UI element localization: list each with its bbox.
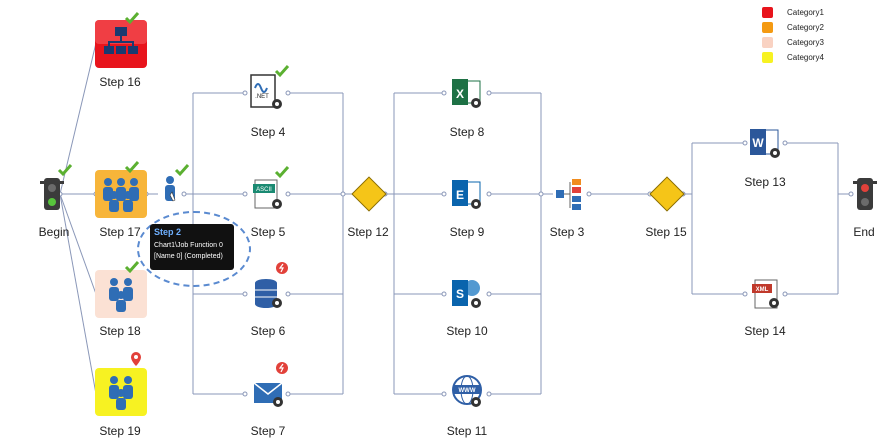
- begin-traffic-light-icon[interactable]: [40, 178, 64, 210]
- step19-node[interactable]: [95, 368, 147, 416]
- check-icon: [124, 161, 140, 174]
- tooltip-highlight-ring: [137, 211, 251, 287]
- begin-label: Begin: [38, 225, 70, 239]
- step18-node[interactable]: [95, 270, 147, 318]
- svg-text:W: W: [752, 136, 764, 150]
- gear-icons: [272, 98, 780, 407]
- end-traffic-light-icon[interactable]: [853, 178, 877, 210]
- step11-label: Step 11: [446, 424, 488, 438]
- step12-label: Step 12: [347, 225, 389, 239]
- step2-person-icon[interactable]: [165, 176, 176, 202]
- network-icon: [104, 27, 138, 54]
- legend-label: Category3: [787, 38, 824, 47]
- alert-icon: [276, 262, 288, 274]
- tooltip-line: [Name 0] (Completed): [154, 253, 223, 260]
- alert-icon: [276, 362, 288, 374]
- step17-label: Step 17: [99, 225, 141, 239]
- tooltip-line: Chart1\Job Function 0: [154, 242, 223, 249]
- step17-node[interactable]: [95, 170, 147, 218]
- svg-text:S: S: [456, 287, 464, 301]
- group-people-icon: [103, 178, 139, 212]
- legend-item: Category3: [762, 35, 824, 50]
- legend-item: Category4: [762, 50, 824, 65]
- step6-database-icon[interactable]: [255, 279, 277, 308]
- step16-label: Step 16: [99, 75, 141, 89]
- connector-dots: [57, 90, 854, 397]
- step2-tooltip: Step 2 Chart1\Job Function 0 [Name 0] (C…: [150, 224, 234, 270]
- www-text: WWW: [459, 388, 476, 394]
- group-people-icon: [109, 376, 133, 410]
- group-people-icon: [109, 278, 133, 312]
- legend-label: Category1: [787, 8, 824, 17]
- step13-label: Step 13: [744, 175, 786, 189]
- step3-hierarchy-icon[interactable]: [556, 179, 581, 210]
- step5-ascii-icon[interactable]: ASCII: [253, 179, 278, 209]
- step6-label: Step 6: [250, 324, 286, 338]
- step13-word-icon[interactable]: W: [750, 129, 779, 155]
- legend-item: Category2: [762, 20, 824, 35]
- step12-decision-diamond[interactable]: [351, 176, 387, 212]
- step5-label: Step 5: [250, 225, 286, 239]
- check-icon: [274, 65, 290, 78]
- step15-decision-diamond[interactable]: [649, 176, 685, 212]
- tooltip-title: Step 2: [154, 227, 182, 237]
- step14-label: Step 14: [744, 324, 786, 338]
- step8-label: Step 8: [449, 125, 485, 139]
- step10-label: Step 10: [446, 324, 488, 338]
- legend-item: Category1: [762, 5, 824, 20]
- step4-label: Step 4: [250, 125, 286, 139]
- step8-excel-icon[interactable]: X: [452, 79, 481, 105]
- step11-globe-icon[interactable]: WWW: [452, 375, 482, 405]
- check-icon: [274, 166, 290, 179]
- legend-swatch: [762, 52, 773, 63]
- step18-label: Step 18: [99, 324, 141, 338]
- step16-node[interactable]: [95, 20, 147, 68]
- legend-swatch: [762, 22, 773, 33]
- step7-label: Step 7: [250, 424, 286, 438]
- legend-swatch: [762, 37, 773, 48]
- svg-text:E: E: [456, 188, 464, 202]
- step15-label: Step 15: [645, 225, 687, 239]
- check-icon: [57, 164, 73, 177]
- check-icon: [124, 12, 140, 25]
- legend-label: Category2: [787, 23, 824, 32]
- step10-sharepoint-icon[interactable]: S: [452, 280, 480, 306]
- step3-label: Step 3: [549, 225, 585, 239]
- ascii-text: ASCII: [256, 187, 272, 193]
- step4-dotnet-icon[interactable]: .NET: [250, 74, 276, 108]
- svg-text:X: X: [456, 87, 464, 101]
- step9-exchange-icon[interactable]: E: [452, 180, 481, 206]
- step19-label: Step 19: [99, 424, 141, 438]
- check-icon: [124, 261, 140, 274]
- legend: Category1 Category2 Category3 Category4: [762, 5, 824, 65]
- legend-label: Category4: [787, 53, 824, 62]
- end-label: End: [853, 225, 875, 239]
- xml-text: XML: [756, 287, 769, 293]
- location-pin-icon: [131, 352, 141, 366]
- check-icon: [174, 164, 190, 177]
- step9-label: Step 9: [449, 225, 485, 239]
- legend-swatch: [762, 7, 773, 18]
- net-text: .NET: [255, 94, 269, 100]
